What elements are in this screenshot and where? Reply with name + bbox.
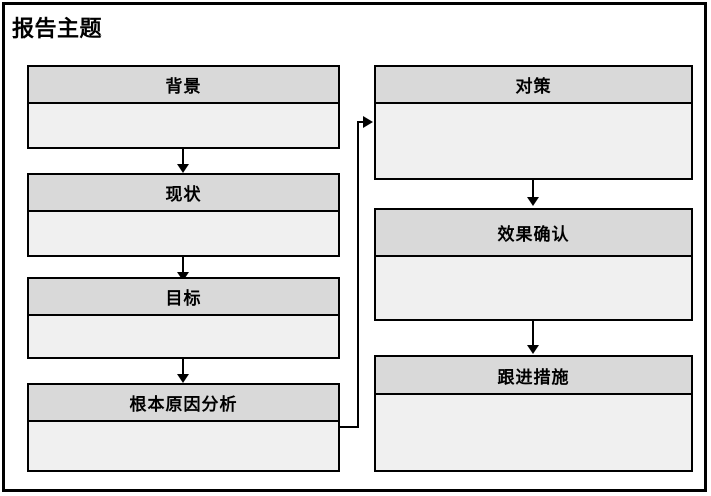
step-body-target[interactable] [29,316,338,357]
arrow-shaft [532,321,534,345]
step-body-root-cause-analysis[interactable] [29,422,338,470]
arrow-shaft [182,257,184,272]
connector-current-status-to-target [175,257,191,281]
step-body-countermeasures[interactable] [376,104,691,178]
step-box-background[interactable]: 背景 [27,65,340,149]
arrow-shaft [182,359,184,374]
step-box-effect-confirmation[interactable]: 效果确认 [374,208,693,321]
step-header-current-status: 现状 [29,175,338,212]
step-header-target: 目标 [29,279,338,316]
connector-background-to-current-status [175,149,191,173]
step-box-current-status[interactable]: 现状 [27,173,340,257]
page-title: 报告主题 [12,17,103,42]
step-header-background: 背景 [29,67,338,104]
arrow-down-icon [177,164,189,173]
elbow-segment-horizontal-top [357,121,364,123]
elbow-segment-vertical [357,122,359,428]
step-body-effect-confirmation[interactable] [376,257,691,319]
step-box-follow-up-actions[interactable]: 跟进措施 [374,355,693,472]
step-header-follow-up-actions: 跟进措施 [376,357,691,395]
connector-effect-to-follow-up [525,321,541,354]
step-box-countermeasures[interactable]: 对策 [374,65,693,180]
arrow-down-icon [177,374,189,383]
arrow-shaft [532,180,534,197]
elbow-segment-horizontal-bottom [338,426,359,428]
connector-target-to-root-cause [175,359,191,383]
arrow-down-icon [527,345,539,354]
step-box-target[interactable]: 目标 [27,277,340,359]
arrow-down-icon [177,272,189,281]
step-box-root-cause-analysis[interactable]: 根本原因分析 [27,383,340,472]
step-header-effect-confirmation: 效果确认 [376,210,691,257]
arrow-right-icon [363,116,373,128]
step-header-root-cause-analysis: 根本原因分析 [29,385,338,422]
step-body-current-status[interactable] [29,212,338,255]
step-body-follow-up-actions[interactable] [376,395,691,470]
connector-root-cause-to-countermeasures [338,116,378,432]
step-body-background[interactable] [29,104,338,147]
arrow-shaft [182,149,184,164]
step-header-countermeasures: 对策 [376,67,691,104]
connector-countermeasures-to-effect [525,180,541,206]
arrow-down-icon [527,197,539,206]
